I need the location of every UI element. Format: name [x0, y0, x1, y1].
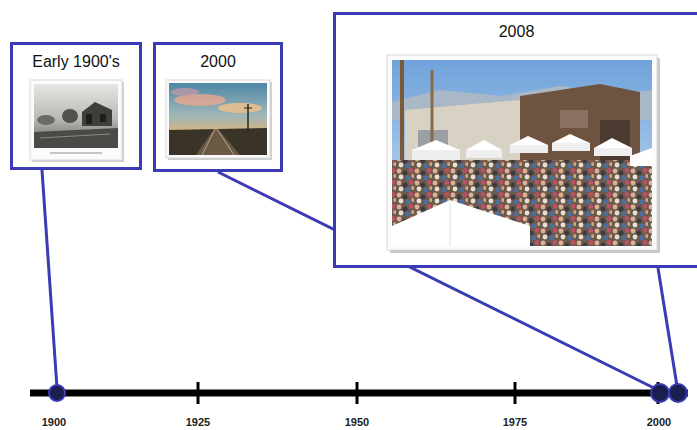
year-label: 2000 — [647, 416, 671, 429]
timeline-dot — [669, 384, 687, 402]
timeline-axis — [30, 390, 688, 397]
box-ground — [10, 42, 142, 170]
callout-title: 2008 — [336, 15, 697, 41]
tick-mark — [356, 382, 359, 404]
year-label: 1900 — [42, 416, 66, 429]
callout-title: 2000 — [156, 45, 280, 71]
sunset-photo — [166, 80, 272, 160]
box-ground — [153, 42, 283, 172]
market-photo — [387, 55, 660, 253]
leader-line — [658, 268, 677, 386]
year-label: 1950 — [345, 416, 369, 429]
timeline-callout-box: 2008 — [333, 12, 697, 268]
timeline-dot — [49, 385, 65, 401]
year-label: 1975 — [503, 416, 527, 429]
timeline-callout-box: 2000 — [153, 42, 283, 172]
timeline-dot — [651, 384, 669, 402]
box-ground — [333, 12, 697, 268]
old-photo — [30, 80, 124, 162]
callout-title: Early 1900's — [13, 45, 139, 71]
timeline-callout-box: Early 1900's — [10, 42, 142, 170]
tick-mark — [197, 382, 200, 404]
tick-mark — [514, 382, 517, 404]
leader-line — [42, 170, 57, 388]
year-label: 1925 — [186, 416, 210, 429]
